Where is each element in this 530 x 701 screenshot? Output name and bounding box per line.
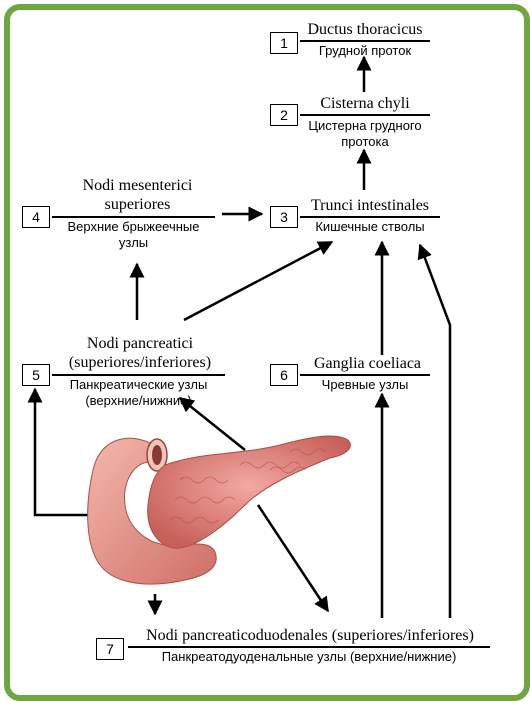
node-7-latin: Nodi pancreaticoduodenales (superiores/i… [146, 627, 474, 644]
node-7-number: 7 [96, 638, 124, 660]
node-3-latin: Trunci intestinales [310, 197, 430, 214]
node-5-russian: Панкреатические узлы (верхние/нижние) [69, 377, 208, 408]
pancreas-body [147, 435, 351, 549]
node-6-rule [300, 374, 430, 376]
pancreas-illustration [87, 435, 351, 585]
node-5-latin: Nodi pancreatici (superiores/inferiores) [68, 335, 212, 371]
node-5-number: 5 [22, 364, 50, 386]
node-4-number: 4 [22, 206, 50, 228]
arrow-pancreas-to-5b [178, 397, 246, 451]
node-2-rule [300, 114, 430, 116]
node-3-number: 3 [270, 206, 298, 228]
node-7-russian: Панкреатодуоденальные узлы (верхние/нижн… [161, 649, 457, 664]
arrow-pancreas-to-7 [256, 504, 330, 613]
node-1-latin: Ductus thoracicus [307, 21, 423, 38]
arrow-5-to-3 [183, 240, 334, 322]
node-7-rule [128, 646, 490, 648]
node-2-latin: Cisterna chyli [320, 95, 410, 112]
node-4-russian: Верхние брыжеечные узлы [67, 219, 200, 250]
node-3-rule [300, 216, 440, 218]
arrow-7-to-3 [417, 243, 452, 618]
node-3-russian: Кишечные стволы [315, 219, 425, 234]
node-1-rule [300, 40, 430, 42]
node-4-latin: Nodi mesenterici superiores [82, 177, 193, 213]
node-1-number: 1 [270, 32, 298, 54]
arrow-pancreas-to-5 [27, 387, 95, 517]
node-5-rule [52, 374, 225, 376]
node-1-russian: Грудной проток [318, 43, 412, 58]
node-4-rule [52, 216, 215, 218]
node-2-russian: Цистерна грудного протока [308, 118, 422, 149]
node-6-latin: Ganglia coeliaca [313, 355, 422, 372]
green-frame [4, 4, 530, 701]
node-6-number: 6 [270, 364, 298, 386]
node-2-number: 2 [270, 104, 298, 126]
node-6-russian: Чревные узлы [321, 377, 409, 392]
